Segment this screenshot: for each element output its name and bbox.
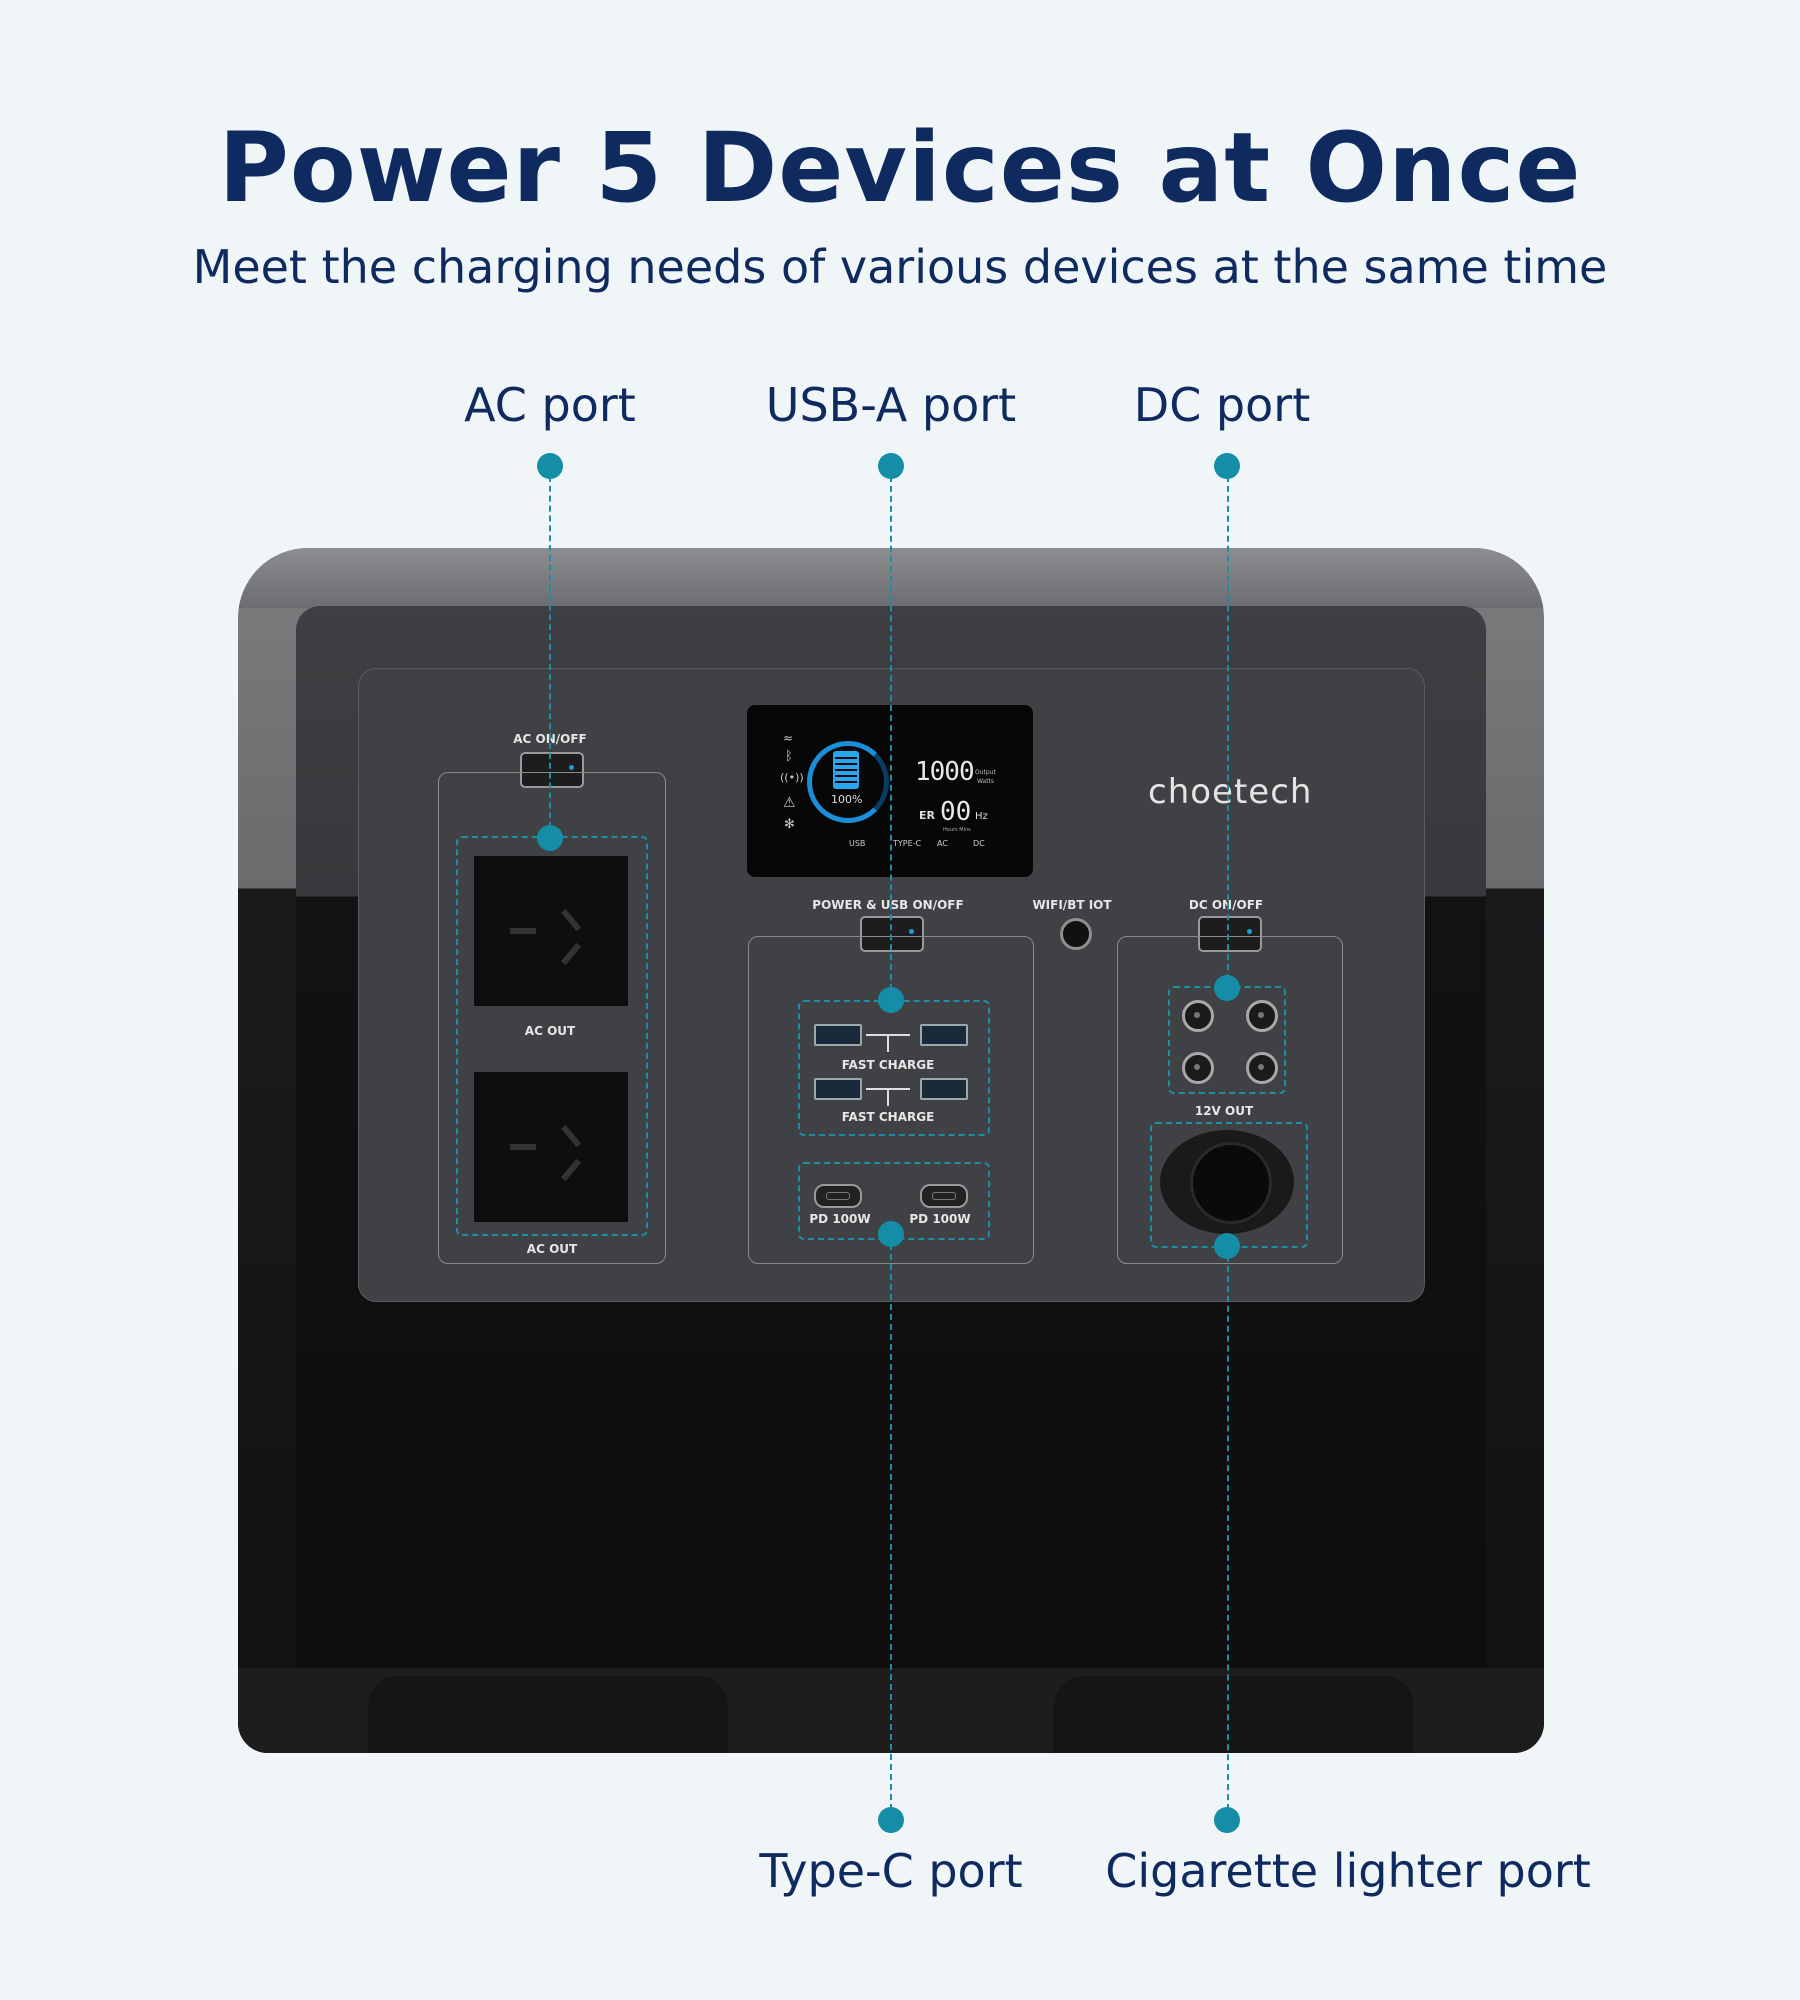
ac-leader-line: [549, 466, 551, 838]
callout-type-c-port: Type-C port: [759, 1844, 1023, 1898]
brand-logo: choetech: [1148, 772, 1313, 812]
wifi-icon: ≈: [783, 731, 794, 745]
type-c-callout-dot: [878, 1807, 904, 1833]
page-title: Power 5 Devices at Once: [218, 112, 1582, 224]
signal-icon: ((•)): [780, 771, 804, 784]
dc-jack-3[interactable]: [1182, 1052, 1214, 1084]
wifi-bt-iot-label: WIFI/BT IOT: [1032, 898, 1112, 912]
output-label: Output: [975, 769, 996, 776]
fan-icon: ✻: [784, 817, 795, 832]
fast-charge-link-2-stem: [887, 1088, 889, 1106]
ac-outlet-panel: [438, 772, 666, 1264]
dc-port-dot: [1214, 975, 1240, 1001]
dc-panel: [1117, 936, 1343, 1264]
dc-jack-1[interactable]: [1182, 1000, 1214, 1032]
usb-indicator: USB: [849, 839, 866, 848]
cigarette-leader-line: [1227, 1246, 1229, 1820]
usb-a-port-dot: [878, 987, 904, 1013]
fast-charge-link-1-stem: [887, 1034, 889, 1052]
er-label: ER: [919, 809, 935, 822]
pd-100w-label-1: PD 100W: [809, 1212, 871, 1226]
dc-jack-4[interactable]: [1246, 1052, 1278, 1084]
cigarette-port-dot: [1214, 1233, 1240, 1259]
usb-c-port-1[interactable]: [814, 1184, 862, 1208]
usb-a-port-3[interactable]: [814, 1078, 862, 1100]
cigarette-callout-dot: [1214, 1807, 1240, 1833]
dc-leader-line: [1227, 466, 1229, 990]
usb-a-port-2[interactable]: [920, 1024, 968, 1046]
warning-icon: ⚠: [783, 795, 796, 811]
hz-unit: Hz: [975, 811, 988, 822]
type-c-port-dot: [878, 1221, 904, 1247]
usb-a-port-4[interactable]: [920, 1078, 968, 1100]
12v-out-label: 12V OUT: [1194, 1104, 1254, 1118]
dc-on-off-label: DC ON/OFF: [1188, 898, 1264, 912]
callout-usb-a-port: USB-A port: [765, 378, 1017, 432]
ac-on-off-switch[interactable]: [520, 752, 584, 788]
cigarette-lighter-socket[interactable]: [1160, 1130, 1294, 1234]
ac-outlet-2[interactable]: [474, 1072, 628, 1222]
ac-port-dot: [537, 825, 563, 851]
battery-ring: [807, 741, 889, 823]
typec-indicator: TYPE-C: [893, 839, 922, 848]
usb-a-port-1[interactable]: [814, 1024, 862, 1046]
dc-jack-2[interactable]: [1246, 1000, 1278, 1032]
page-subtitle: Meet the charging needs of various devic…: [192, 240, 1608, 294]
dc-on-off-switch[interactable]: [1198, 916, 1262, 952]
callout-ac-port: AC port: [464, 378, 636, 432]
usb-a-leader-line: [890, 466, 892, 1000]
callout-dc-port: DC port: [1133, 378, 1311, 432]
wifi-bt-iot-button[interactable]: [1060, 918, 1092, 950]
watts-label: Watts: [977, 778, 995, 785]
ac-out-label-2: AC OUT: [526, 1242, 578, 1256]
usb-c-port-2[interactable]: [920, 1184, 968, 1208]
fast-charge-label-1: FAST CHARGE: [841, 1058, 935, 1072]
hours-mins-label: Hours Mins: [943, 827, 971, 833]
power-usb-on-off-switch[interactable]: [860, 916, 924, 952]
foot-right: [1054, 1676, 1414, 1753]
ac-callout-dot: [537, 453, 563, 479]
fast-charge-label-2: FAST CHARGE: [841, 1110, 935, 1124]
dc-callout-dot: [1214, 453, 1240, 479]
power-usb-on-off-label: POWER & USB ON/OFF: [812, 898, 964, 912]
output-watts-value: 1000: [915, 757, 975, 787]
foot-left: [368, 1676, 728, 1753]
ac-out-label-1: AC OUT: [524, 1024, 576, 1038]
ac-outlet-1[interactable]: [474, 856, 628, 1006]
pd-100w-label-2: PD 100W: [909, 1212, 971, 1226]
type-c-leader-line: [890, 1234, 892, 1820]
dc-indicator: DC: [973, 839, 985, 848]
ac-indicator: AC: [937, 839, 948, 848]
hz-value: 00: [940, 797, 972, 827]
battery-icon: [833, 751, 859, 789]
bluetooth-icon: ᛒ: [785, 749, 793, 764]
callout-cigarette-lighter-port: Cigarette lighter port: [1105, 1844, 1591, 1898]
usb-a-callout-dot: [878, 453, 904, 479]
battery-percent: 100%: [831, 793, 863, 806]
